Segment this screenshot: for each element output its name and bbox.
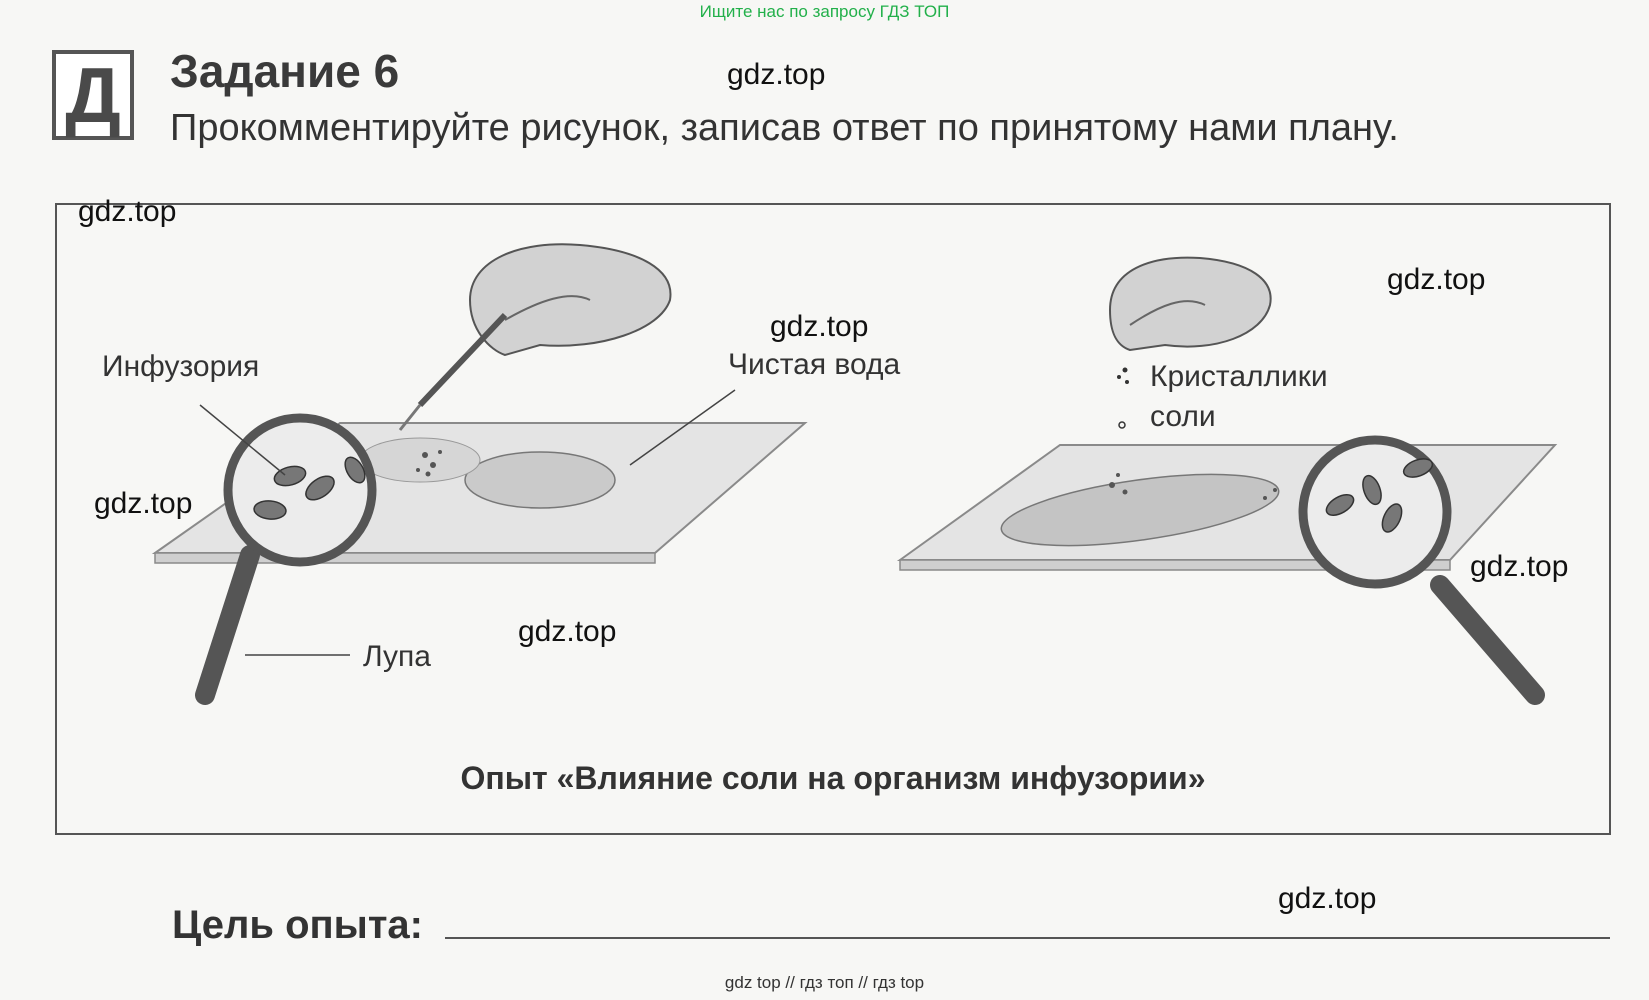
magnifier-right-icon bbox=[1298, 435, 1545, 705]
watermark: gdz.top bbox=[78, 195, 177, 228]
watermark: gdz.top bbox=[770, 310, 869, 343]
task-title: Задание 6 bbox=[170, 45, 400, 97]
goal-answer-line[interactable] bbox=[445, 937, 1610, 939]
magnifier-left-icon bbox=[195, 413, 377, 705]
figure-frame bbox=[55, 203, 1611, 835]
label-infusoria: Инфузория bbox=[102, 350, 260, 383]
difficulty-badge: Д bbox=[52, 50, 134, 140]
search-banner[interactable]: Ищите нас по запросу ГДЗ ТОП bbox=[699, 2, 950, 21]
water-drop-left bbox=[464, 451, 616, 509]
badge-letter: Д bbox=[65, 51, 121, 139]
label-salt-crystals-line2: соли bbox=[1150, 400, 1216, 433]
hand-with-pipette-icon bbox=[398, 243, 672, 431]
watermark: gdz.top bbox=[94, 487, 193, 520]
goal-label: Цель опыта: bbox=[172, 903, 423, 947]
watermark: gdz.top bbox=[1387, 263, 1486, 296]
figure-caption: Опыт «Влияние соли на организм инфузории… bbox=[460, 760, 1206, 796]
water-drop-right bbox=[1000, 473, 1280, 547]
watermark: gdz.top bbox=[727, 58, 826, 91]
watermark: gdz.top bbox=[1470, 550, 1569, 583]
label-clean-water: Чистая вода bbox=[728, 348, 901, 381]
watermark: gdz.top bbox=[518, 615, 617, 648]
task-instruction: Прокомментируйте рисунок, записав ответ … bbox=[170, 107, 1399, 149]
footer-links[interactable]: gdz top // гдз топ // гдз top bbox=[724, 973, 925, 992]
label-salt-crystals-line1: Кристаллики bbox=[1150, 360, 1328, 393]
label-magnifier: Лупа bbox=[363, 640, 431, 673]
hand-with-salt-icon bbox=[1108, 256, 1272, 352]
watermark: gdz.top bbox=[1278, 882, 1377, 915]
